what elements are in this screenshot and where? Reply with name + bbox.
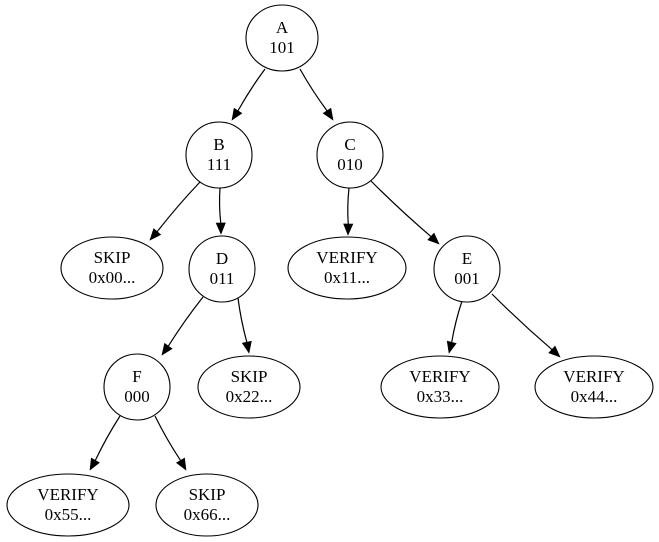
node-label-secondary: 010 <box>337 155 363 174</box>
edge-arrowhead <box>343 223 354 236</box>
edge-arrowhead <box>446 340 457 354</box>
node-label-primary: SKIP <box>231 367 268 386</box>
edge-line <box>370 180 432 237</box>
edge-arrowhead <box>427 232 440 245</box>
graph-edge <box>149 181 201 241</box>
node-label-secondary: 0x66... <box>184 505 231 524</box>
edge-line <box>154 415 182 461</box>
node-shape-ellipse <box>60 236 164 300</box>
edge-line <box>299 68 328 112</box>
node-shape-circle <box>433 235 501 303</box>
node-label-secondary: 0x55... <box>45 505 92 524</box>
node-shape-circle <box>103 353 171 421</box>
graph-node-skip-00[interactable]: SKIP0x00... <box>60 236 164 300</box>
graph-edge <box>215 187 226 235</box>
edge-line <box>237 297 248 343</box>
node-label-secondary: 0x33... <box>417 387 464 406</box>
graph-node-skip-22[interactable]: SKIP0x22... <box>197 355 301 419</box>
node-shape-ellipse <box>155 473 259 537</box>
node-label-primary: D <box>216 249 228 268</box>
graph-edge <box>491 293 561 358</box>
node-label-secondary: 001 <box>454 269 480 288</box>
node-label-primary: C <box>344 135 355 154</box>
edge-line <box>491 293 553 350</box>
node-label-primary: VERIFY <box>563 367 624 386</box>
edge-arrowhead <box>175 457 187 471</box>
node-shape-circle <box>316 121 384 189</box>
node-label-primary: E <box>462 249 472 268</box>
edge-arrowhead <box>161 342 173 356</box>
graph-node-verify-33[interactable]: VERIFY0x33... <box>380 355 500 419</box>
edge-arrowhead <box>231 107 243 121</box>
node-label-secondary: 0x44... <box>571 387 618 406</box>
node-label-primary: A <box>276 18 289 37</box>
edge-arrowhead <box>322 107 334 121</box>
node-label-secondary: 111 <box>207 155 231 174</box>
edges-layer <box>89 68 561 471</box>
graph-edge <box>446 300 463 354</box>
node-label-primary: F <box>132 367 141 386</box>
edge-arrowhead <box>215 222 226 235</box>
edge-arrowhead <box>149 228 162 241</box>
node-shape-ellipse <box>380 355 500 419</box>
node-shape-circle <box>188 235 256 303</box>
node-shape-circle <box>185 121 253 189</box>
node-shape-ellipse <box>534 355 654 419</box>
edge-line <box>237 68 266 112</box>
node-label-secondary: 0x00... <box>89 268 136 287</box>
node-label-secondary: 000 <box>124 387 150 406</box>
edge-arrowhead <box>241 340 252 354</box>
edge-line <box>451 300 463 343</box>
node-label-secondary: 0x11... <box>324 268 370 287</box>
graph-node-verify-44[interactable]: VERIFY0x44... <box>534 355 654 419</box>
node-label-secondary: 011 <box>210 269 235 288</box>
edge-line <box>94 415 121 461</box>
node-label-primary: B <box>213 135 224 154</box>
graph-node-verify-11[interactable]: VERIFY0x11... <box>287 236 407 300</box>
node-label-secondary: 0x22... <box>226 387 273 406</box>
node-label-primary: SKIP <box>94 248 131 267</box>
node-label-primary: VERIFY <box>409 367 470 386</box>
graph-edge <box>343 187 354 236</box>
node-label-primary: VERIFY <box>37 485 98 504</box>
graph-edge <box>299 68 334 121</box>
graph-edge <box>231 68 266 121</box>
graph-edge <box>89 415 121 471</box>
node-label-primary: VERIFY <box>316 248 377 267</box>
node-shape-ellipse <box>287 236 407 300</box>
node-label-secondary: 101 <box>269 38 295 57</box>
graph-edge <box>237 297 252 354</box>
nodes-layer: A101B111C010SKIP0x00...D011VERIFY0x11...… <box>6 4 654 537</box>
graph-edge <box>161 296 204 356</box>
edge-arrowhead <box>548 345 561 358</box>
edge-line <box>156 181 201 233</box>
node-shape-circle <box>245 4 319 72</box>
graph-edge <box>370 180 440 245</box>
edge-arrowhead <box>89 457 100 471</box>
graph-edge <box>154 415 187 471</box>
graph-node-verify-55[interactable]: VERIFY0x55... <box>6 473 130 537</box>
edge-line <box>347 187 350 225</box>
node-shape-ellipse <box>197 355 301 419</box>
edge-line <box>167 296 204 347</box>
node-shape-ellipse <box>6 473 130 537</box>
node-label-primary: SKIP <box>189 485 226 504</box>
graph-node-skip-66[interactable]: SKIP0x66... <box>155 473 259 537</box>
edge-line <box>218 187 222 224</box>
